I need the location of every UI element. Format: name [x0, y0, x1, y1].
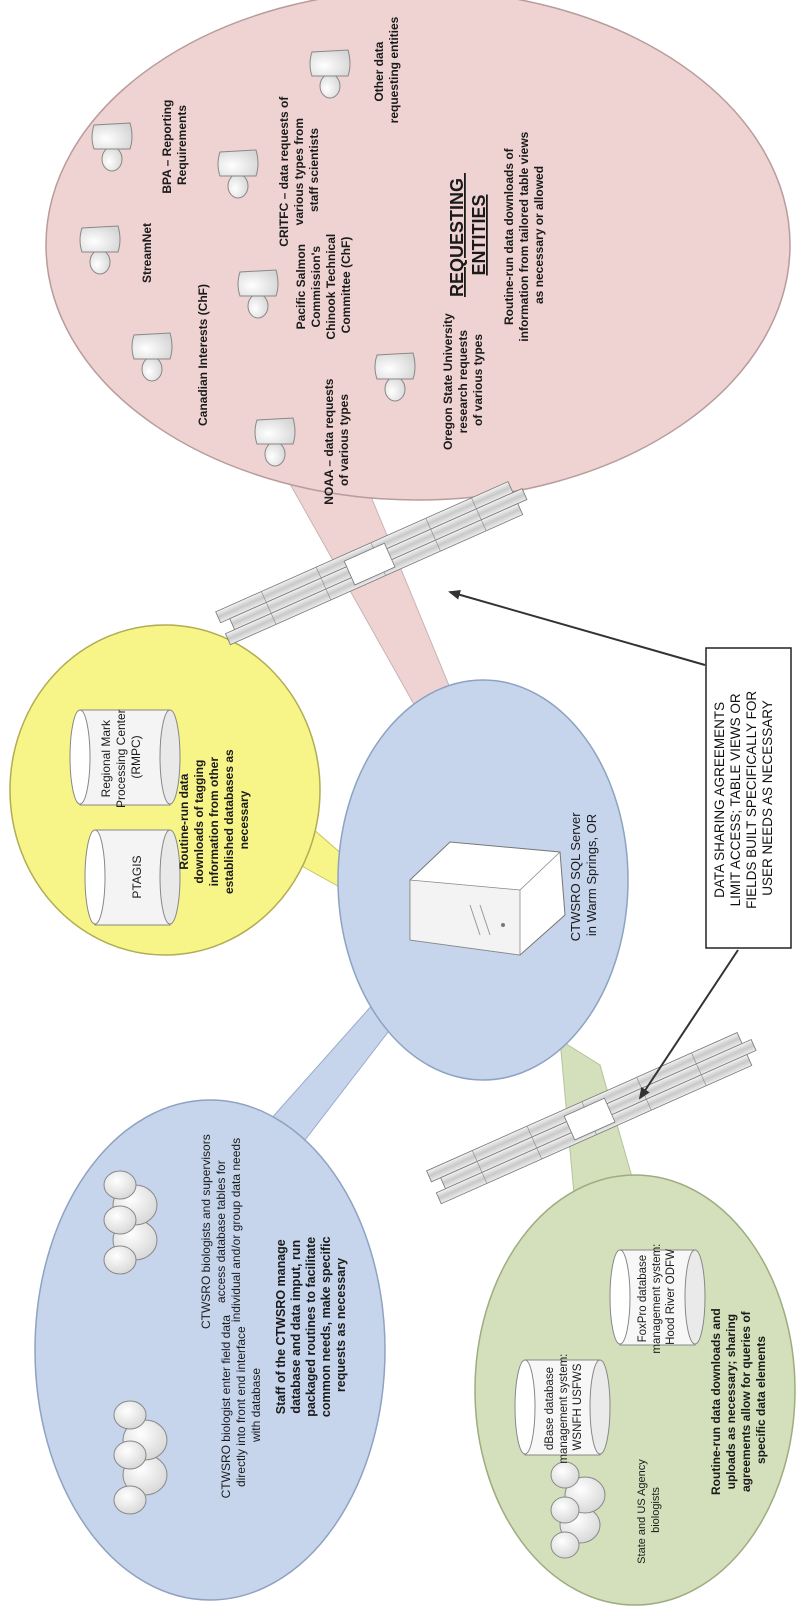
group-icon-field-biologists: [113, 1400, 168, 1515]
requesting-note: Routine-run data downloads of informatio…: [502, 128, 546, 341]
database-foxpro-label: FoxPro database management system: Hood …: [637, 1240, 677, 1353]
database-ptagis-label: PTAGIS: [130, 855, 144, 898]
entity-label-streamnet: StreamNet: [140, 223, 154, 283]
group-icon-supervisors: [103, 1170, 158, 1275]
server-icon: [409, 841, 566, 956]
database-dbase-icon: [514, 1359, 611, 1456]
entity-label-noaa: NOAA – data requests of various types: [322, 375, 351, 505]
database-dbase-label: dBase database management system: WSNFH …: [544, 1350, 584, 1463]
server-label: CTWSRO SQL Server in Warm Springs, OR: [568, 809, 599, 941]
database-foxpro-icon: [609, 1249, 706, 1346]
person-icon-critfc: [217, 149, 259, 199]
database-rmpc-icon: [69, 709, 181, 806]
callout-text: DATA SHARING AGREEMENTS LIMIT ACCESS; TA…: [712, 687, 775, 909]
requesting-heading: REQUESTING ENTITIES: [447, 173, 489, 297]
arrow-to-top-firewall: [448, 589, 706, 666]
database-ptagis-icon: [84, 829, 181, 926]
entity-label-bpa: BPA – Reporting Requirements: [160, 96, 189, 193]
requesting-entities-circle: [45, 0, 791, 501]
agency-biologists-label: State and US Agency biologists: [636, 1456, 662, 1564]
staff-note: Staff of the CTWSRO manage database and …: [274, 1233, 348, 1417]
person-icon-psc: [237, 269, 279, 319]
entity-label-other: Other data requesting entities: [372, 16, 401, 123]
person-icon-bpa: [91, 122, 133, 172]
entity-label-psc: Pacific Salmon Commission's Chinook Tech…: [294, 230, 353, 339]
person-icon-canadian: [131, 332, 173, 382]
firewall-bottom: [426, 1032, 757, 1205]
entity-label-osu: Oregon State University research request…: [441, 310, 485, 450]
staff-group2-label: CTWSRO biologists and supervisors access…: [199, 1131, 243, 1329]
staff-group1-label: CTWSRO biologist enter field data direct…: [219, 1312, 263, 1499]
state-agency-circle: [474, 1174, 796, 1606]
entity-label-critfc: CRITFC – data requests of various types …: [277, 93, 321, 246]
state-agency-note: Routine-run data downloads and uploads a…: [709, 1305, 768, 1495]
group-icon-agency-biologists: [550, 1461, 606, 1559]
firewall-top: [215, 481, 528, 646]
person-icon-other: [309, 49, 351, 99]
person-icon-osu: [374, 352, 416, 402]
callout-box: [705, 647, 792, 949]
arrow-to-bottom-firewall: [638, 949, 739, 1100]
external-dbs-note: Routine-run data downloads of tagging in…: [177, 746, 251, 894]
entity-label-canadian: Canadian Interests (ChF): [196, 284, 210, 426]
person-icon-noaa: [254, 417, 296, 467]
person-icon-streamnet: [79, 225, 121, 275]
database-rmpc-label: Regional Mark Processing Center (RMPC): [99, 706, 143, 808]
